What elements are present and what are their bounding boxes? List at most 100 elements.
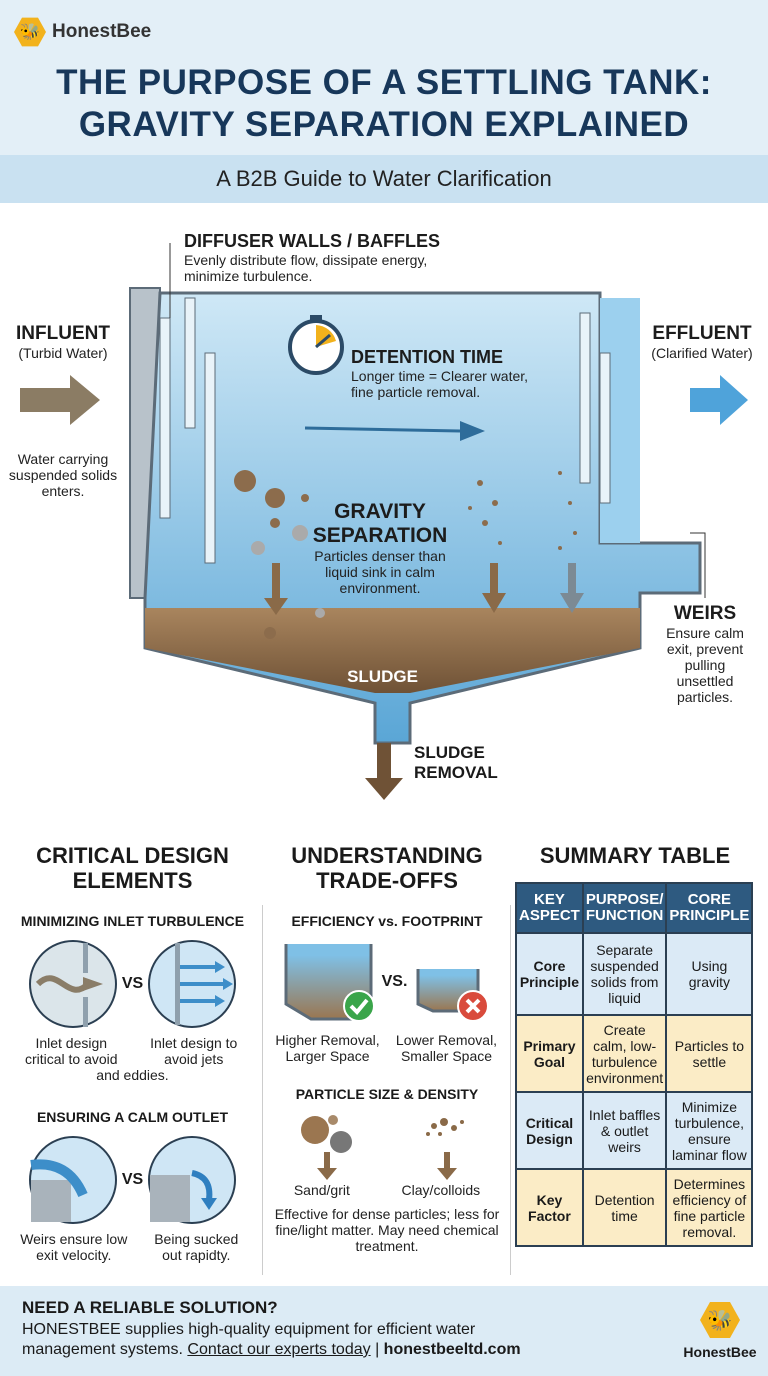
influent-sub: (Turbid Water) bbox=[18, 345, 108, 361]
sludge-label: SLUDGE bbox=[347, 667, 418, 686]
table-cell: Core Principle bbox=[515, 932, 584, 1016]
bee-icon: 🐝 bbox=[14, 17, 46, 47]
diffuser-title: DIFFUSER WALLS / BAFFLES bbox=[184, 231, 440, 251]
footer-line-1: HONESTBEE supplies high-quality equipmen… bbox=[22, 1321, 476, 1338]
table-cell: Using gravity bbox=[665, 932, 754, 1016]
gravity-title: GRAVITY SEPARATION bbox=[312, 500, 448, 547]
settling-tank-diagram bbox=[20, 243, 748, 800]
brand-logo[interactable]: 🐝 HonestBee bbox=[14, 16, 151, 48]
sand-caption: Sand/grit bbox=[293, 1182, 350, 1198]
tradeoffs-title: UNDERSTANDING TRADE-OFFS bbox=[291, 843, 483, 893]
calm-weir-icon bbox=[28, 1136, 117, 1224]
table-cell: Particles to settle bbox=[665, 1014, 754, 1093]
bee-icon: 🐝 bbox=[700, 1302, 740, 1338]
footer-text: HONESTBEE supplies high-quality equipmen… bbox=[22, 1320, 642, 1360]
table-header: KEY ASPECT bbox=[515, 882, 584, 934]
influent-text: Water carrying suspended solids enters. bbox=[8, 451, 118, 499]
outlet-title: ENSURING A CALM OUTLET bbox=[36, 1109, 229, 1125]
sand-grit-icon bbox=[300, 1115, 352, 1180]
weirs-text: Ensure calm exit, prevent pulling unsett… bbox=[666, 625, 744, 705]
large-tank-check-icon bbox=[284, 944, 375, 1022]
page-title: THE PURPOSE OF A SETTLING TANK:GRAVITY S… bbox=[0, 62, 768, 146]
large-tank-caption: Higher Removal, Larger Space bbox=[275, 1032, 380, 1064]
title-line-2: GRAVITY SEPARATION EXPLAINED bbox=[78, 105, 690, 144]
tank-body bbox=[129, 287, 702, 745]
subtitle: A B2B Guide to Water Clarification bbox=[0, 155, 768, 203]
tradeoffs-section: UNDERSTANDING TRADE-OFFS EFFICIENCY vs. … bbox=[268, 843, 506, 1254]
brand-name: HonestBee bbox=[52, 21, 152, 42]
particles bbox=[234, 470, 577, 639]
inlet-left-caption: Inlet design critical to avoid bbox=[24, 1035, 118, 1067]
vs-label: VS bbox=[121, 975, 144, 992]
gravity-text: Particles denser than liquid sink in cal… bbox=[314, 548, 446, 596]
table-cell: Detention time bbox=[581, 1168, 668, 1247]
settling-arrows bbox=[264, 563, 584, 615]
effluent-title: EFFLUENT bbox=[652, 323, 752, 344]
vs-label: VS. bbox=[381, 972, 408, 990]
influent-arrow bbox=[20, 375, 100, 425]
particle-note: Effective for dense particles; less for … bbox=[274, 1206, 500, 1254]
detention-text: Longer time = Clearer water, fine partic… bbox=[351, 368, 529, 400]
footer-logo: 🐝 HonestBee bbox=[680, 1300, 760, 1360]
footer-title: NEED A RELIABLE SOLUTION? bbox=[22, 1298, 278, 1317]
influent-title: INFLUENT bbox=[16, 323, 110, 344]
design-section: CRITICAL DESIGN ELEMENTS MINIMIZING INLE… bbox=[10, 843, 255, 1263]
sludge-removal-label: SLUDGE REMOVAL bbox=[414, 743, 498, 782]
small-tank-x-icon bbox=[416, 969, 490, 1022]
footer-line-2: management systems. bbox=[22, 1341, 188, 1358]
diffused-inlet-icon bbox=[148, 940, 237, 1028]
table-header: PURPOSE/ FUNCTION bbox=[581, 882, 668, 934]
effluent-arrow bbox=[690, 375, 748, 425]
turbulent-inlet-icon bbox=[28, 940, 117, 1028]
stopwatch-icon bbox=[288, 315, 344, 375]
particle-title: PARTICLE SIZE & DENSITY bbox=[295, 1086, 479, 1102]
sludge-removal-arrow bbox=[365, 743, 403, 800]
inlet-right-caption: Inlet design to avoid jets bbox=[150, 1035, 238, 1067]
influent-label: INFLUENT(Turbid Water) bbox=[8, 323, 118, 361]
effluent-label: EFFLUENT(Clarified Water) bbox=[640, 323, 764, 361]
table-cell: Separate suspended solids from liquid bbox=[581, 932, 668, 1016]
clay-caption: Clay/colloids bbox=[401, 1182, 481, 1198]
inlet-tail-caption: and eddies. bbox=[96, 1067, 169, 1083]
header bbox=[0, 0, 768, 155]
weirs-title: WEIRS bbox=[673, 603, 737, 624]
table-header: CORE PRINCIPLE bbox=[665, 882, 754, 934]
divider bbox=[262, 905, 263, 1275]
title-line-1: THE PURPOSE OF A SETTLING TANK: bbox=[56, 63, 712, 102]
table-cell: Critical Design bbox=[515, 1091, 584, 1170]
table-cell: Primary Goal bbox=[515, 1014, 584, 1093]
contact-link[interactable]: Contact our experts today bbox=[187, 1341, 371, 1358]
website-link[interactable]: honestbeeltd.com bbox=[383, 1341, 521, 1358]
summary-title: SUMMARY TABLE bbox=[539, 843, 731, 868]
table-cell: Create calm, low-turbulence environment bbox=[581, 1014, 668, 1093]
table-cell: Minimize turbulence, ensure laminar flow bbox=[665, 1091, 754, 1170]
divider bbox=[510, 905, 511, 1275]
rapid-outlet-icon bbox=[148, 1136, 237, 1224]
table-cell: Key Factor bbox=[515, 1168, 584, 1247]
separator: | bbox=[370, 1341, 384, 1358]
vs-label: VS bbox=[121, 1171, 144, 1188]
flow-arrow bbox=[304, 421, 485, 441]
effluent-sub: (Clarified Water) bbox=[651, 345, 753, 361]
footer-brand: HonestBee bbox=[683, 1344, 757, 1360]
footer: NEED A RELIABLE SOLUTION? HONESTBEE supp… bbox=[0, 1286, 768, 1376]
table-cell: Determines efficiency of fine particle r… bbox=[665, 1168, 754, 1247]
inlet-title: MINIMIZING INLET TURBULENCE bbox=[20, 913, 245, 929]
design-title: CRITICAL DESIGN ELEMENTS bbox=[36, 843, 229, 893]
outlet-right-caption: Being sucked out rapidty. bbox=[154, 1231, 239, 1263]
outlet-left-caption: Weirs ensure low exit velocity. bbox=[20, 1231, 128, 1263]
table-cell: Inlet baffles & outlet weirs bbox=[581, 1091, 668, 1170]
weirs-callout-line bbox=[690, 532, 706, 598]
diffuser-text: Evenly distribute flow, dissipate energy… bbox=[184, 252, 428, 284]
detention-title: DETENTION TIME bbox=[351, 347, 503, 367]
